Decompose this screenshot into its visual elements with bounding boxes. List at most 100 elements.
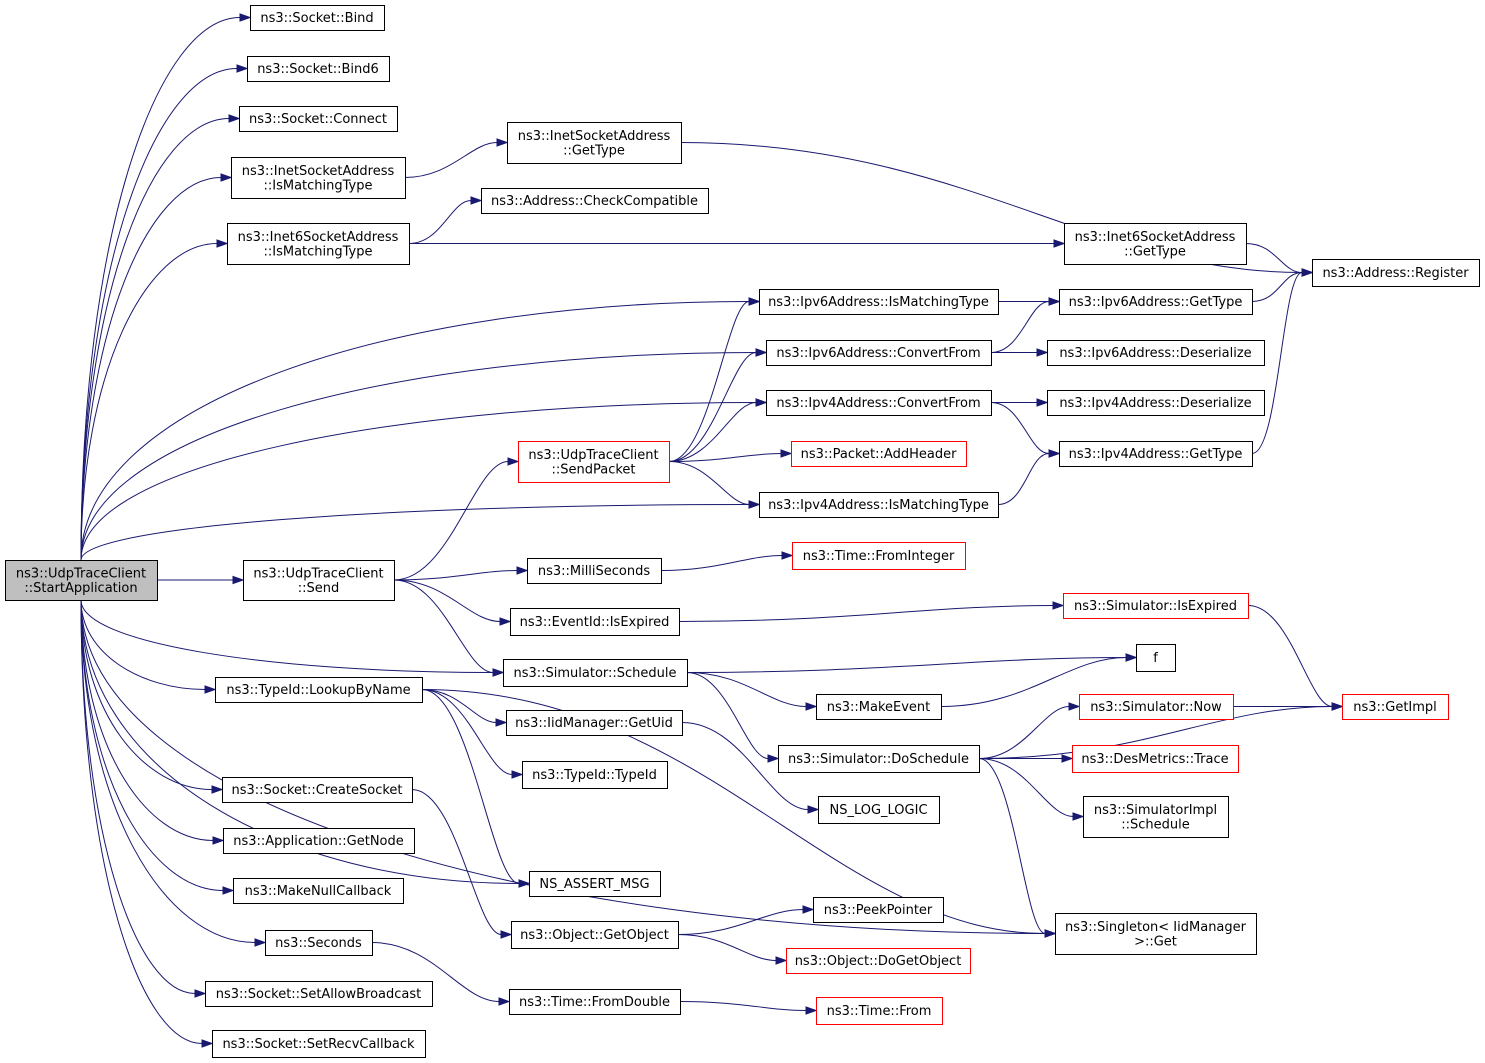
arrowhead-icon — [212, 836, 225, 845]
node-box — [816, 997, 943, 1025]
node-ipv6Conv[interactable]: ns3::Ipv6Address::ConvertFrom — [766, 340, 992, 366]
node-nsLogLogic[interactable]: NS_LOG_LOGIC — [818, 796, 940, 824]
node-seconds[interactable]: ns3::Seconds — [265, 930, 373, 956]
node-box — [5, 560, 158, 601]
edge-line — [80, 599, 494, 673]
node-box — [223, 828, 415, 854]
arrowhead-icon — [470, 196, 483, 205]
node-box — [243, 560, 395, 601]
arrowhead-icon — [211, 785, 224, 794]
node-send[interactable]: ns3::UdpTraceClient::Send — [243, 560, 395, 601]
arrowhead-icon — [507, 457, 520, 466]
edge-start-to-inet6Match — [80, 239, 229, 561]
node-simImplSched[interactable]: ns3::SimulatorImpl::Schedule — [1083, 796, 1229, 838]
arrowhead-icon — [805, 1006, 818, 1015]
node-makeNullCb[interactable]: ns3::MakeNullCallback — [233, 878, 404, 904]
node-ipv6Deser[interactable]: ns3::Ipv6Address::Deserialize — [1047, 340, 1265, 366]
node-ipv4GetType[interactable]: ns3::Ipv4Address::GetType — [1059, 441, 1253, 467]
node-box — [818, 796, 940, 824]
node-ipv6Match[interactable]: ns3::Ipv6Address::IsMatchingType — [759, 289, 999, 315]
edge-line — [660, 555, 783, 571]
node-getObject[interactable]: ns3::Object::GetObject — [511, 921, 679, 949]
node-inetGetType[interactable]: ns3::InetSocketAddress::GetType — [507, 122, 682, 164]
arrowhead-icon — [1301, 268, 1314, 277]
edge-line — [1245, 243, 1303, 273]
node-box — [1063, 593, 1249, 619]
node-doSchedule[interactable]: ns3::Simulator::DoSchedule — [778, 745, 980, 773]
node-label: ns3::Time::From — [827, 1004, 932, 1019]
node-getImpl[interactable]: ns3::GetImpl — [1342, 694, 1449, 720]
node-ipv4Conv[interactable]: ns3::Ipv4Address::ConvertFrom — [766, 390, 992, 416]
node-label: ns3::Seconds — [275, 936, 362, 951]
node-label: ns3::Object::DoGetObject — [795, 954, 962, 969]
node-inetMatch[interactable]: ns3::InetSocketAddress::IsMatchingType — [231, 157, 406, 199]
node-box — [1083, 796, 1229, 838]
node-connect[interactable]: ns3::Socket::Connect — [239, 106, 398, 132]
node-createSocket[interactable]: ns3::Socket::CreateSocket — [222, 777, 413, 803]
edge-line — [978, 758, 1074, 817]
node-peekPointer[interactable]: ns3::PeekPointer — [813, 897, 944, 923]
edge-ipv4Match-to-ipv4GetType — [997, 449, 1061, 505]
edge-ipv6Conv-to-ipv6Deser — [991, 348, 1049, 357]
node-label: ns3::Address::Register — [1322, 266, 1469, 281]
edge-line — [686, 657, 1127, 673]
node-makeEvent[interactable]: ns3::MakeEvent — [816, 694, 942, 720]
node-box — [759, 492, 999, 518]
node-label: ns3::Ipv6Address::IsMatchingType — [768, 295, 989, 310]
node-typeId[interactable]: ns3::TypeId::TypeId — [522, 761, 668, 789]
node-bind[interactable]: ns3::Socket::Bind — [250, 5, 385, 31]
arrowhead-icon — [775, 956, 788, 965]
node-lookup[interactable]: ns3::TypeId::LookupByName — [215, 677, 423, 703]
edge-start-to-createSocket — [80, 599, 224, 794]
node-box — [509, 989, 681, 1015]
edge-line — [80, 402, 757, 561]
arrowhead-icon — [492, 668, 505, 677]
node-simNow[interactable]: ns3::Simulator::Now — [1079, 694, 1234, 720]
node-fromInteger[interactable]: ns3::Time::FromInteger — [792, 542, 966, 570]
node-singletonGet[interactable]: ns3::Singleton< IidManager>::Get — [1055, 913, 1257, 955]
node-setRecvCb[interactable]: ns3::Socket::SetRecvCallback — [212, 1030, 426, 1058]
node-timeFrom[interactable]: ns3::Time::From — [816, 997, 943, 1025]
node-iidGetUid[interactable]: ns3::IidManager::GetUid — [506, 710, 683, 736]
node-box — [511, 921, 679, 949]
node-inet6GetType[interactable]: ns3::Inet6SocketAddress::GetType — [1064, 223, 1247, 265]
node-ipv4Deser[interactable]: ns3::Ipv4Address::Deserialize — [1047, 390, 1265, 416]
node-box — [813, 897, 944, 923]
node-label: ns3::Inet6SocketAddress — [238, 230, 399, 245]
node-ipv4Match[interactable]: ns3::Ipv4Address::IsMatchingType — [759, 492, 999, 518]
edge-ipv4Conv-to-ipv4Deser — [991, 398, 1049, 407]
edge-line — [404, 142, 498, 178]
node-addHeader[interactable]: ns3::Packet::AddHeader — [791, 441, 967, 467]
edge-line — [997, 453, 1050, 505]
node-box — [1055, 913, 1257, 955]
node-register[interactable]: ns3::Address::Register — [1312, 259, 1480, 287]
node-nsAssert[interactable]: NS_ASSERT_MSG — [529, 871, 661, 897]
node-inet6Match[interactable]: ns3::Inet6SocketAddress::IsMatchingType — [227, 223, 410, 265]
node-doGetObject[interactable]: ns3::Object::DoGetObject — [786, 948, 971, 974]
node-fromDouble[interactable]: ns3::Time::FromDouble — [509, 989, 681, 1015]
node-start[interactable]: ns3::UdpTraceClient::StartApplication — [5, 560, 158, 601]
arrowhead-icon — [748, 297, 761, 306]
edge-line — [80, 118, 230, 561]
node-label: f — [1153, 651, 1158, 666]
node-simIsExpired[interactable]: ns3::Simulator::IsExpired — [1063, 593, 1249, 619]
node-box — [1064, 223, 1247, 265]
node-box — [1312, 259, 1480, 287]
edge-start-to-makeNullCb — [80, 599, 235, 895]
node-schedule[interactable]: ns3::Simulator::Schedule — [503, 659, 688, 687]
node-bind6[interactable]: ns3::Socket::Bind6 — [247, 56, 390, 82]
node-f[interactable]: f — [1136, 644, 1176, 672]
node-allowBcast[interactable]: ns3::Socket::SetAllowBroadcast — [205, 981, 433, 1007]
node-getNode[interactable]: ns3::Application::GetNode — [223, 828, 415, 854]
node-sendPacket[interactable]: ns3::UdpTraceClient::SendPacket — [518, 441, 670, 483]
node-checkCompat[interactable]: ns3::Address::CheckCompatible — [481, 188, 709, 214]
node-box — [250, 5, 385, 31]
node-box — [1059, 441, 1253, 467]
node-milli[interactable]: ns3::MilliSeconds — [527, 558, 662, 584]
node-label: ns3::Packet::AddHeader — [801, 447, 957, 462]
node-label: ::GetType — [1124, 244, 1186, 259]
node-ipv6GetType[interactable]: ns3::Ipv6Address::GetType — [1059, 289, 1253, 315]
node-desTrace[interactable]: ns3::DesMetrics::Trace — [1072, 745, 1239, 773]
node-isExpired[interactable]: ns3::EventId::IsExpired — [510, 608, 680, 636]
